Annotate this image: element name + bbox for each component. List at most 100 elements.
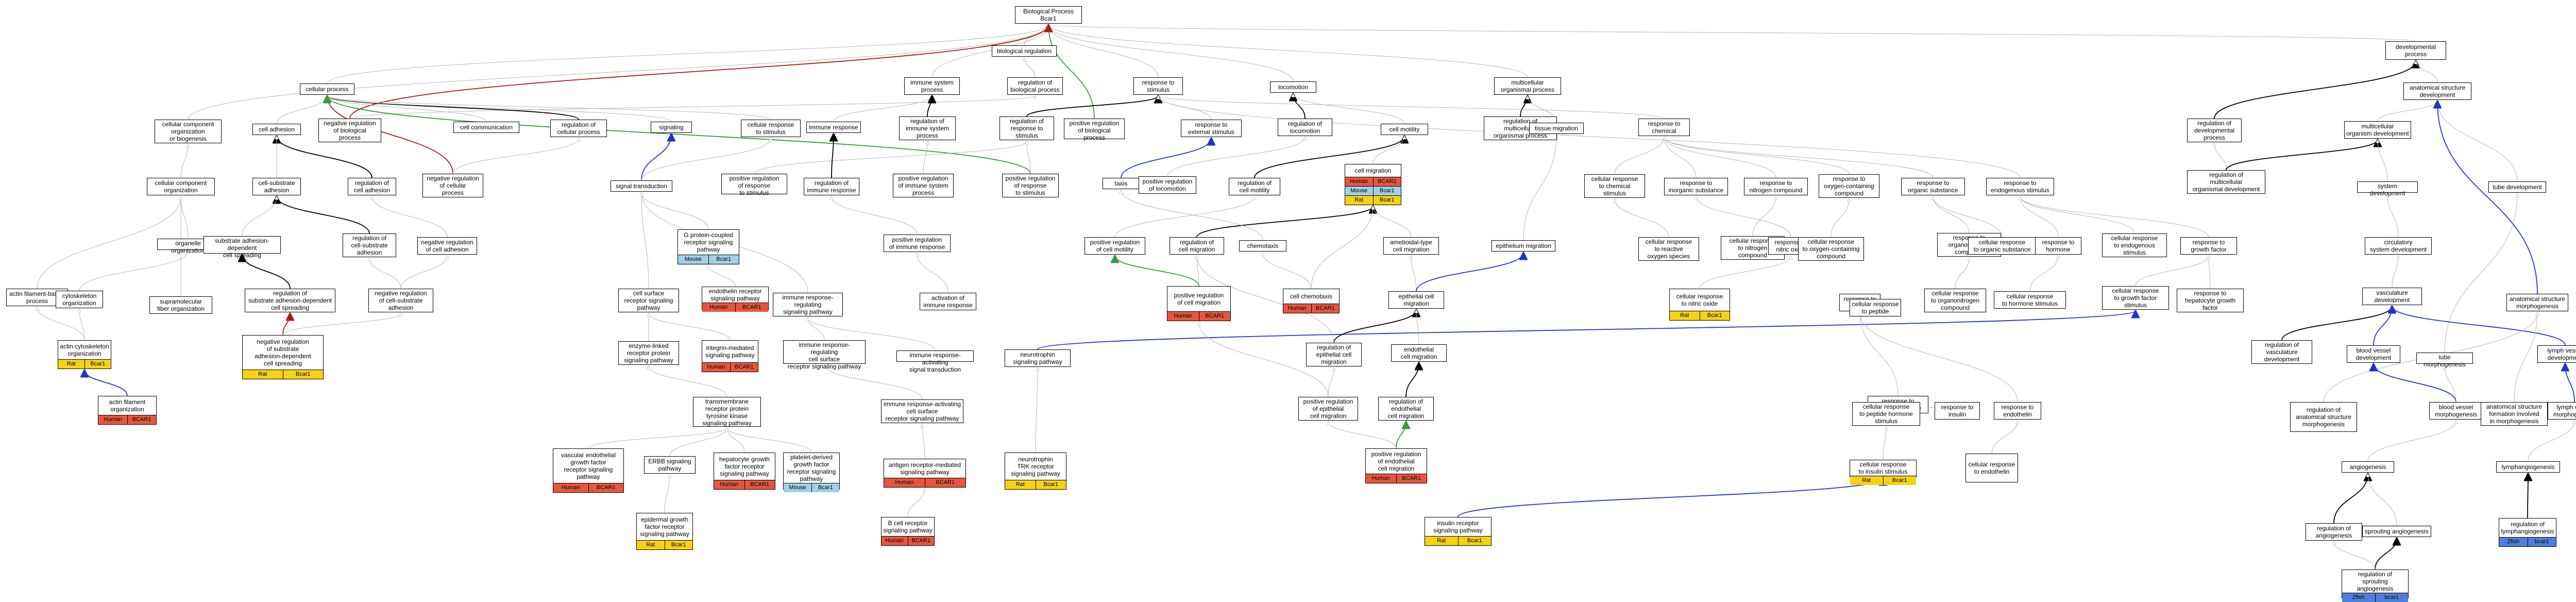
go-term-respinorg[interactable]: response to inorganic substance: [1664, 178, 1728, 195]
go-term-bvmorph[interactable]: blood vessel morphogenesis: [2429, 402, 2483, 420]
go-term-endomig[interactable]: endothelial cell migration: [1391, 344, 1447, 362]
go-term-negregcell[interactable]: negative regulation of cellular process: [422, 174, 483, 197]
go-term-regimmresp[interactable]: regulation of immune response: [804, 178, 859, 195]
go-term-cellrespros[interactable]: cellular response to reactive oxygen spe…: [1638, 237, 1699, 261]
go-term-anatmorph[interactable]: anatomical structure morphogenesis: [2506, 294, 2568, 311]
go-term-sprouting[interactable]: sprouting angiogenesis: [2362, 526, 2431, 537]
go-term-regsubspread[interactable]: regulation of substrate adhesion-depende…: [245, 289, 335, 312]
go-term-bvdev[interactable]: blood vessel development: [2347, 345, 2400, 363]
go-term-regendomig[interactable]: regulation of endothelial cell migration: [1378, 397, 1434, 421]
go-term-immregcellsurf[interactable]: immune response-regulating cell surface …: [783, 340, 866, 370]
go-term-lymphmorph[interactable]: lymph vessel morphogenesis: [2548, 402, 2576, 420]
go-term-posregresp[interactable]: positive regulation of response to stimu…: [721, 174, 787, 196]
go-term-regmultidev[interactable]: regulation of multicellular organismal d…: [2187, 170, 2265, 194]
go-term-cellresporgnitro[interactable]: cellular response to organonitrogen comp…: [1924, 289, 1986, 312]
go-term-immactsig[interactable]: immune response-activating signal transd…: [896, 350, 974, 373]
go-term-circ[interactable]: circulatory system development: [2365, 237, 2432, 255]
go-term-regloco[interactable]: regulation of locomotion: [1278, 119, 1332, 136]
go-term-cytoorg[interactable]: cytoskeleton organization: [56, 291, 103, 308]
go-term-vasculature[interactable]: vasculature development: [2362, 288, 2422, 305]
go-term-tissmig[interactable]: tissue migration: [1529, 123, 1584, 134]
go-term-pdgf[interactable]: platelet-derived growth factor receptor …: [783, 453, 840, 492]
go-term-multi[interactable]: multicellular organismal process: [1494, 77, 1561, 95]
go-term-ccorg[interactable]: cellular component organization or bioge…: [155, 120, 222, 143]
go-term-respendothelin[interactable]: response to endothelin: [1994, 402, 2041, 420]
go-term-sigtrans[interactable]: signal transduction: [611, 180, 672, 192]
go-term-respnitro[interactable]: response to nitrogen compound: [1744, 178, 1808, 195]
go-term-ntrk[interactable]: neurotrophin TRK receptor signaling path…: [1005, 453, 1066, 490]
go-term-respext[interactable]: response to external stimulus: [1181, 120, 1242, 137]
go-term-erbb[interactable]: ERBB signaling pathway: [644, 456, 696, 474]
go-term-regmulti[interactable]: regulation of multicellular organismal p…: [1484, 116, 1557, 140]
go-term-regcellsub[interactable]: regulation of cell-substrate adhesion: [343, 233, 396, 257]
go-term-regcellmig[interactable]: regulation of cell migration: [1170, 237, 1224, 255]
go-term-respchem[interactable]: response to chemical: [1638, 119, 1690, 136]
go-term-cellsurf[interactable]: cell surface receptor signaling pathway: [618, 289, 679, 312]
go-term-cellcomm[interactable]: cell communication: [453, 122, 519, 133]
go-term-anatformation[interactable]: anatomical structure formation involved …: [2481, 402, 2548, 426]
go-term-actimmresp[interactable]: activation of immune response: [920, 293, 976, 310]
go-term-tubedev[interactable]: tube development: [2488, 181, 2546, 193]
go-term-cellresporg[interactable]: cellular response to organic substance: [1968, 237, 2036, 255]
go-term-posregresp2[interactable]: positive regulation of response to stimu…: [1002, 174, 1059, 197]
go-term-vegf[interactable]: vascular endothelial growth factor recep…: [553, 448, 624, 493]
go-term-egfr[interactable]: epidermal growth factor receptor signali…: [636, 513, 693, 550]
go-term-anatdev[interactable]: anatomical structure development: [2403, 82, 2471, 100]
go-term-posregimmsys[interactable]: positive regulation of immune system pro…: [893, 174, 954, 197]
go-term-cellmot[interactable]: cell motility: [1381, 124, 1428, 135]
go-term-cellresphorm[interactable]: cellular response to hormone stimulus: [1994, 291, 2066, 309]
go-term-regcell[interactable]: regulation of cellular process: [550, 120, 607, 137]
go-term-immsys[interactable]: immune system process: [904, 77, 960, 95]
go-term-posregendomig[interactable]: positive regulation of endothelial cell …: [1365, 448, 1427, 483]
go-term-regresp[interactable]: regulation of response to stimulus: [999, 116, 1054, 140]
go-term-cellproc[interactable]: cellular process: [300, 83, 354, 95]
go-term-negregbio[interactable]: negative regulation of biological proces…: [318, 119, 381, 142]
go-term-rtk[interactable]: transmembrane receptor protein tyrosine …: [693, 397, 761, 427]
go-term-epicellmig[interactable]: epithelial cell migration: [1388, 291, 1444, 309]
go-term-immregsig[interactable]: immune response-regulating signaling pat…: [773, 293, 843, 316]
go-term-cellrespoxy[interactable]: cellular response to oxygen-containing c…: [1798, 237, 1864, 261]
go-term-respinsulin[interactable]: response to insulin: [1935, 402, 1980, 420]
go-term-lymphdev[interactable]: lymph vessel development: [2537, 345, 2576, 363]
go-term-enzyme[interactable]: enzyme-linked receptor protein signaling…: [618, 341, 679, 365]
go-term-negregcelladh2[interactable]: negative regulation of cell-substrate ad…: [368, 289, 433, 312]
go-term-reganatmorph[interactable]: regulation of anatomical structure morph…: [2290, 402, 2357, 432]
go-term-resphormone[interactable]: response to hormone: [2035, 237, 2081, 255]
go-term-posregloco[interactable]: positive regulation of locomotion: [1139, 176, 1196, 194]
go-term-subspread[interactable]: substrate adhesion-dependent cell spread…: [204, 236, 281, 259]
go-term-regvasc[interactable]: regulation of vasculature development: [2251, 340, 2312, 364]
go-term-devproc[interactable]: developmental process: [2385, 41, 2446, 60]
go-term-respgf[interactable]: response to growth factor: [2180, 237, 2237, 255]
go-term-lymphangio[interactable]: lymphangiogenesis: [2496, 461, 2560, 473]
go-term-immresp[interactable]: immune response: [806, 122, 861, 133]
go-term-posregcellmot[interactable]: positive regulation of cell motility: [1084, 237, 1145, 255]
go-term-loco[interactable]: locomotion: [1270, 81, 1316, 93]
go-term-cellresp[interactable]: cellular response to stimulus: [741, 120, 801, 137]
go-term-cellrespgf[interactable]: cellular response to growth factor stimu…: [2102, 286, 2169, 310]
go-term-signaling[interactable]: signaling: [651, 122, 692, 133]
go-term-cellrespchem[interactable]: cellular response to chemical stimulus: [1584, 174, 1645, 198]
go-term-chemotaxis[interactable]: chemotaxis: [1239, 240, 1286, 252]
go-term-bio[interactable]: Biological Process Bcar1: [1015, 6, 1082, 24]
go-term-resp[interactable]: response to stimulus: [1133, 77, 1183, 95]
go-term-regangio[interactable]: regulation of angiogenesis: [2306, 523, 2362, 541]
go-term-cellrespendo[interactable]: cellular response to endogenous stimulus: [2102, 233, 2167, 257]
go-term-regbio[interactable]: regulation of biological process: [1007, 77, 1063, 95]
go-term-cellresppephorm[interactable]: cellular response to peptide hormone sti…: [1852, 402, 1920, 426]
go-term-gpcr[interactable]: G protein-coupled receptor signaling pat…: [677, 229, 739, 264]
go-term-regcelladh[interactable]: regulation of cell adhesion: [348, 178, 396, 195]
go-term-regimmsys[interactable]: regulation of immune system process: [899, 116, 956, 140]
go-term-respendo[interactable]: response to endogenous stimulus: [1986, 178, 2054, 195]
go-term-amoeboid[interactable]: ameboidal-type cell migration: [1383, 237, 1439, 255]
go-term-cellrespendothelin[interactable]: cellular response to endothelin: [1965, 454, 2018, 482]
